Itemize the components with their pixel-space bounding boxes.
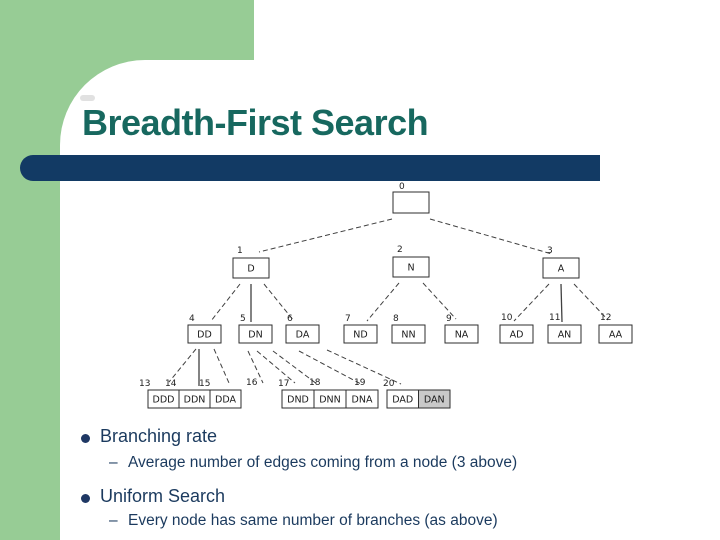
tree-node-label: DD bbox=[197, 330, 212, 341]
tree-node-label: DAD bbox=[392, 395, 413, 406]
tree-node-label: DNN bbox=[319, 395, 341, 406]
tree-node-box bbox=[391, 324, 426, 344]
tree-edge bbox=[429, 218, 553, 255]
tree-node-label: NA bbox=[455, 330, 469, 341]
tree-node-label: DDA bbox=[215, 395, 236, 406]
tree-node-box bbox=[187, 324, 222, 344]
tree-node-box bbox=[232, 257, 270, 279]
tree-node-number: 5 bbox=[240, 314, 246, 324]
tree-node-label: NN bbox=[401, 330, 415, 341]
tree-node-box bbox=[542, 257, 580, 279]
tree-node-label: DA bbox=[296, 330, 310, 341]
tree-node-box bbox=[392, 191, 430, 214]
tree-node-label: DN bbox=[248, 330, 262, 341]
tree-node-label: DAN bbox=[424, 395, 445, 406]
tree-node-label: AN bbox=[558, 330, 572, 341]
tree-node-number: 4 bbox=[189, 314, 195, 324]
tree-edge bbox=[256, 350, 296, 384]
tree-edge bbox=[326, 349, 402, 385]
bullet-item-branching-rate: Branching rate bbox=[100, 426, 218, 446]
tree-node-box bbox=[547, 324, 582, 344]
tree-node-label: DNA bbox=[352, 395, 373, 406]
dash-icon: – bbox=[109, 512, 118, 529]
tree-edge bbox=[422, 282, 457, 320]
tree-node-number: 19 bbox=[354, 378, 366, 388]
tree-node-label: AA bbox=[609, 330, 623, 341]
tree-edge bbox=[258, 218, 393, 253]
sub-bullet-uniform: Every node has same number of branches (… bbox=[128, 512, 498, 529]
tree-node-number: 3 bbox=[547, 246, 553, 256]
tree-node-label: A bbox=[558, 264, 565, 275]
green-side-bar bbox=[0, 0, 60, 540]
tree-node-number: 6 bbox=[287, 314, 293, 324]
tree-edge bbox=[298, 350, 362, 385]
tree-node-box bbox=[345, 389, 379, 409]
tree-node-number: 17 bbox=[278, 379, 289, 389]
scan-smudge bbox=[80, 95, 95, 101]
sub-bullet-branching: Average number of edges coming from a no… bbox=[128, 454, 518, 471]
tree-node-box bbox=[499, 324, 534, 344]
tree-node-number: 7 bbox=[345, 314, 351, 324]
tree-edge bbox=[366, 282, 400, 322]
tree-edge bbox=[210, 283, 241, 322]
dash-icon: – bbox=[109, 454, 118, 471]
tree-node-number: 9 bbox=[446, 314, 452, 324]
tree-node-box bbox=[418, 389, 451, 409]
tree-node-label: DND bbox=[287, 395, 309, 406]
tree-node-number: 14 bbox=[165, 379, 177, 389]
tree-node-box bbox=[285, 324, 320, 344]
title-accent-bar bbox=[20, 155, 600, 181]
tree-edge bbox=[272, 350, 318, 385]
tree-node-label: AD bbox=[510, 330, 524, 341]
tree-node-number: 0 bbox=[399, 182, 405, 192]
tree-node-box bbox=[392, 256, 430, 278]
tree-node-number: 8 bbox=[393, 314, 399, 324]
tree-node-box bbox=[238, 324, 273, 344]
tree-node-number: 20 bbox=[383, 379, 395, 389]
tree-edge bbox=[168, 348, 197, 383]
bullet-item-uniform-search: Uniform Search bbox=[100, 486, 226, 506]
tree-edge bbox=[560, 283, 563, 323]
tree-edge bbox=[513, 283, 550, 322]
tree-node-number: 1 bbox=[237, 246, 243, 256]
tree-node-number: 12 bbox=[600, 313, 611, 323]
slide-title: Breadth-First Search bbox=[82, 102, 429, 143]
tree-node-label: DDN bbox=[184, 395, 206, 406]
tree-node-label: D bbox=[247, 264, 254, 275]
tree-edge bbox=[213, 348, 230, 384]
content-panel bbox=[60, 60, 720, 540]
tree-node-box bbox=[209, 389, 242, 409]
tree-node-number: 13 bbox=[139, 379, 150, 389]
bullet-icon bbox=[81, 434, 90, 443]
tree-node-number: 2 bbox=[397, 245, 403, 255]
tree-node-label: N bbox=[407, 263, 414, 274]
tree-node-box bbox=[343, 324, 378, 344]
tree-node-box bbox=[598, 324, 633, 344]
tree-node-box bbox=[444, 324, 479, 344]
tree-node-label: DDD bbox=[153, 395, 175, 406]
tree-edge bbox=[573, 283, 609, 321]
tree-node-number: 10 bbox=[501, 313, 513, 323]
tree-node-number: 15 bbox=[199, 379, 210, 389]
bullet-icon bbox=[81, 494, 90, 503]
tree-node-number: 11 bbox=[549, 313, 560, 323]
tree-node-number: 18 bbox=[309, 378, 321, 388]
tree-node-number: 16 bbox=[246, 378, 258, 388]
tree-edge bbox=[247, 350, 264, 384]
tree-node-label: ND bbox=[353, 330, 367, 341]
